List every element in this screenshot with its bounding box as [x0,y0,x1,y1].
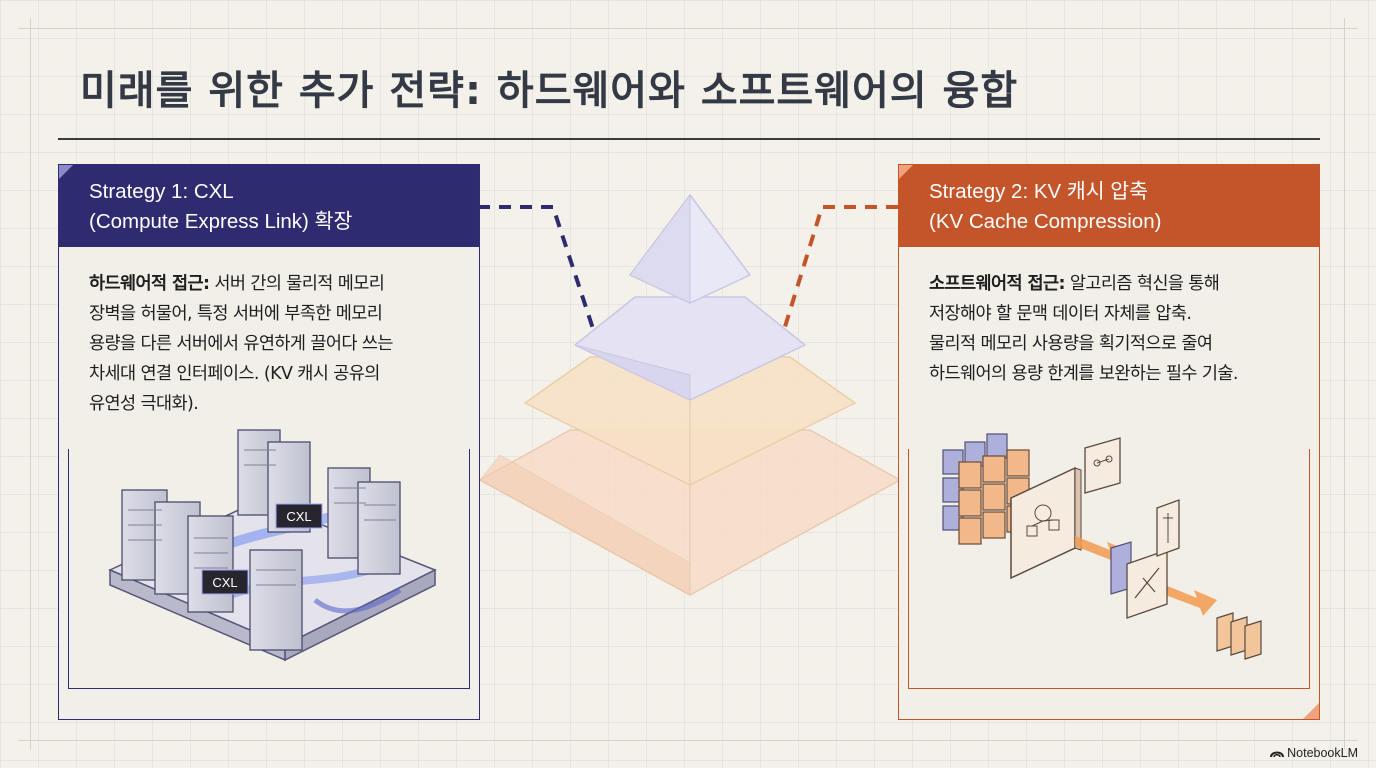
frame-top-line [18,28,1358,29]
frame-bottom-line [18,740,1358,741]
strategy2-body-text: 알고리즘 혁신을 통해 저장해야 할 문맥 데이터 자체를 압축. 물리적 메모… [929,274,1238,384]
cache-grid-icon [942,433,1262,660]
brand-mark: NotebookLM [1270,746,1358,760]
page-title: 미래를 위한 추가 전략: 하드웨어와 소프트웨어의 융합 [80,68,1019,114]
strategy2-body: 소프트웨어적 접근: 알고리즘 혁신을 통해 저장해야 할 문맥 데이터 자체를… [899,247,1319,389]
strategy1-body-text: 서버 간의 물리적 메모리 장벽을 허물어, 특정 서버에 부족한 메모리 용량… [89,274,393,414]
brand-name: NotebookLM [1287,746,1358,760]
frame-left-line [30,18,31,750]
card-corner-accent [1303,703,1319,719]
title-divider [58,138,1320,140]
server-rack-icon: CXL CXL [108,429,437,662]
cxl-label-a: CXL [286,509,311,524]
strategy1-illustration-frame [68,449,470,689]
strategy2-heading-line2: (KV Cache Compression) [929,210,1162,233]
strategy2-illustration-frame [908,449,1310,689]
strategy1-heading-line1: Strategy 1: CXL [89,180,234,203]
strategy1-body-label: 하드웨어적 접근: [89,274,210,294]
strategy2-body-label: 소프트웨어적 접근: [929,274,1065,294]
header-corner-accent [59,165,73,179]
pyramid-icon [479,194,901,596]
cxl-label-b: CXL [212,575,237,590]
strategy1-body: 하드웨어적 접근: 서버 간의 물리적 메모리 장벽을 허물어, 특정 서버에 … [59,247,479,419]
notebooklm-logo-icon [1270,751,1285,758]
strategy1-heading-line2: (Compute Express Link) 확장 [89,210,353,233]
strategy2-header: Strategy 2: KV 캐시 압축 (KV Cache Compressi… [899,165,1319,247]
strategy1-header: Strategy 1: CXL (Compute Express Link) 확… [59,165,479,247]
frame-right-line [1344,18,1345,750]
header-corner-accent [899,165,913,179]
strategy2-heading-line1: Strategy 2: KV 캐시 압축 [929,180,1149,203]
